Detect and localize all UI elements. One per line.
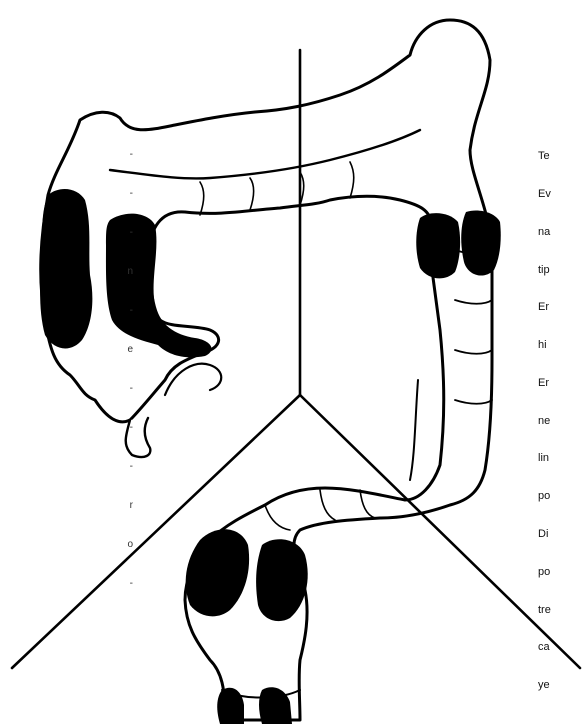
right-text-line: ye (538, 679, 584, 692)
lesion-descending-left (416, 213, 460, 278)
right-text-line: Te (538, 150, 584, 163)
right-text-line: ne (538, 415, 584, 428)
left-text-line: - (117, 460, 133, 473)
lesion-cecum-outer (40, 189, 92, 348)
right-text-fragment: Te Ev na tip Er hi Er ne lin po Di po tr… (538, 125, 584, 704)
right-text-line: ca (538, 641, 584, 654)
left-text-line: - (117, 382, 133, 395)
left-text-line: n (117, 265, 133, 278)
left-text-line: e (117, 343, 133, 356)
right-text-line: Er (538, 301, 584, 314)
left-text-line: - (117, 187, 133, 200)
right-text-line: hi (538, 339, 584, 352)
right-text-line: na (538, 226, 584, 239)
right-text-line: lin (538, 452, 584, 465)
left-text-line: o (117, 538, 133, 551)
right-text-line: po (538, 566, 584, 579)
left-text-line: - (117, 226, 133, 239)
right-text-line: Er (538, 377, 584, 390)
left-text-line: - (117, 304, 133, 317)
lesion-descending-right (461, 210, 501, 275)
right-text-line: tre (538, 604, 584, 617)
left-text-line: - (117, 421, 133, 434)
right-text-line: tip (538, 264, 584, 277)
left-text-line: r (117, 499, 133, 512)
right-text-line: Ev (538, 188, 584, 201)
left-text-line: - (117, 148, 133, 161)
left-text-line: - (117, 577, 133, 590)
right-text-line: Di (538, 528, 584, 541)
right-text-line: po (538, 490, 584, 503)
left-text-fragment: - - - n - e - - - r o - (117, 122, 133, 603)
descending-inner-wall (410, 380, 418, 480)
